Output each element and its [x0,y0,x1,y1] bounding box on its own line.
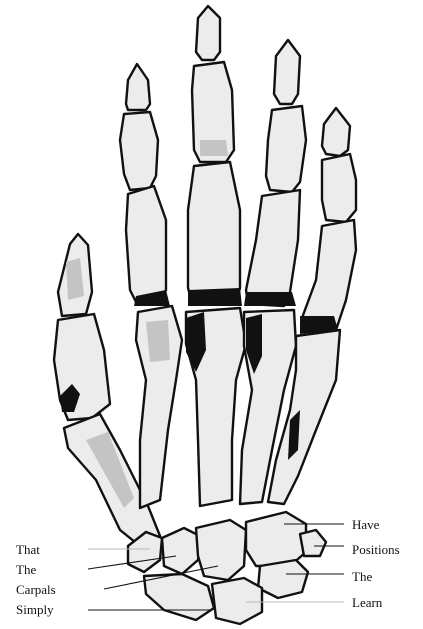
carpal-hamate [246,512,306,566]
index-finger [120,64,182,508]
little-distal-phalanx [322,108,350,156]
label-carpals: Carpals [16,583,56,597]
index-middle-phalanx [120,112,158,190]
index-distal-phalanx [126,64,150,110]
little-proximal-phalanx [302,220,356,330]
ring-distal-phalanx [274,40,300,104]
label-the-right: The [352,570,372,584]
ring-middle-phalanx [266,106,306,192]
label-that: That [16,543,40,557]
middle-proximal-phalanx [188,162,240,302]
label-the-left: The [16,563,36,577]
carpal-lunate [212,578,262,624]
carpal-triquetrum [258,560,308,598]
label-positions: Positions [352,543,400,557]
index-proximal-phalanx [126,186,166,302]
carpal-scaphoid [144,574,214,620]
carpal-pisiform [300,530,326,556]
label-have: Have [352,518,379,532]
ring-proximal-phalanx [246,190,300,306]
carpal-capitate [196,520,246,580]
middle-finger [186,6,246,506]
label-simply: Simply [16,603,54,617]
little-middle-phalanx [322,154,356,222]
label-learn: Learn [352,596,382,610]
carpal-trapezoid [162,528,200,574]
middle-distal-phalanx [196,6,220,60]
